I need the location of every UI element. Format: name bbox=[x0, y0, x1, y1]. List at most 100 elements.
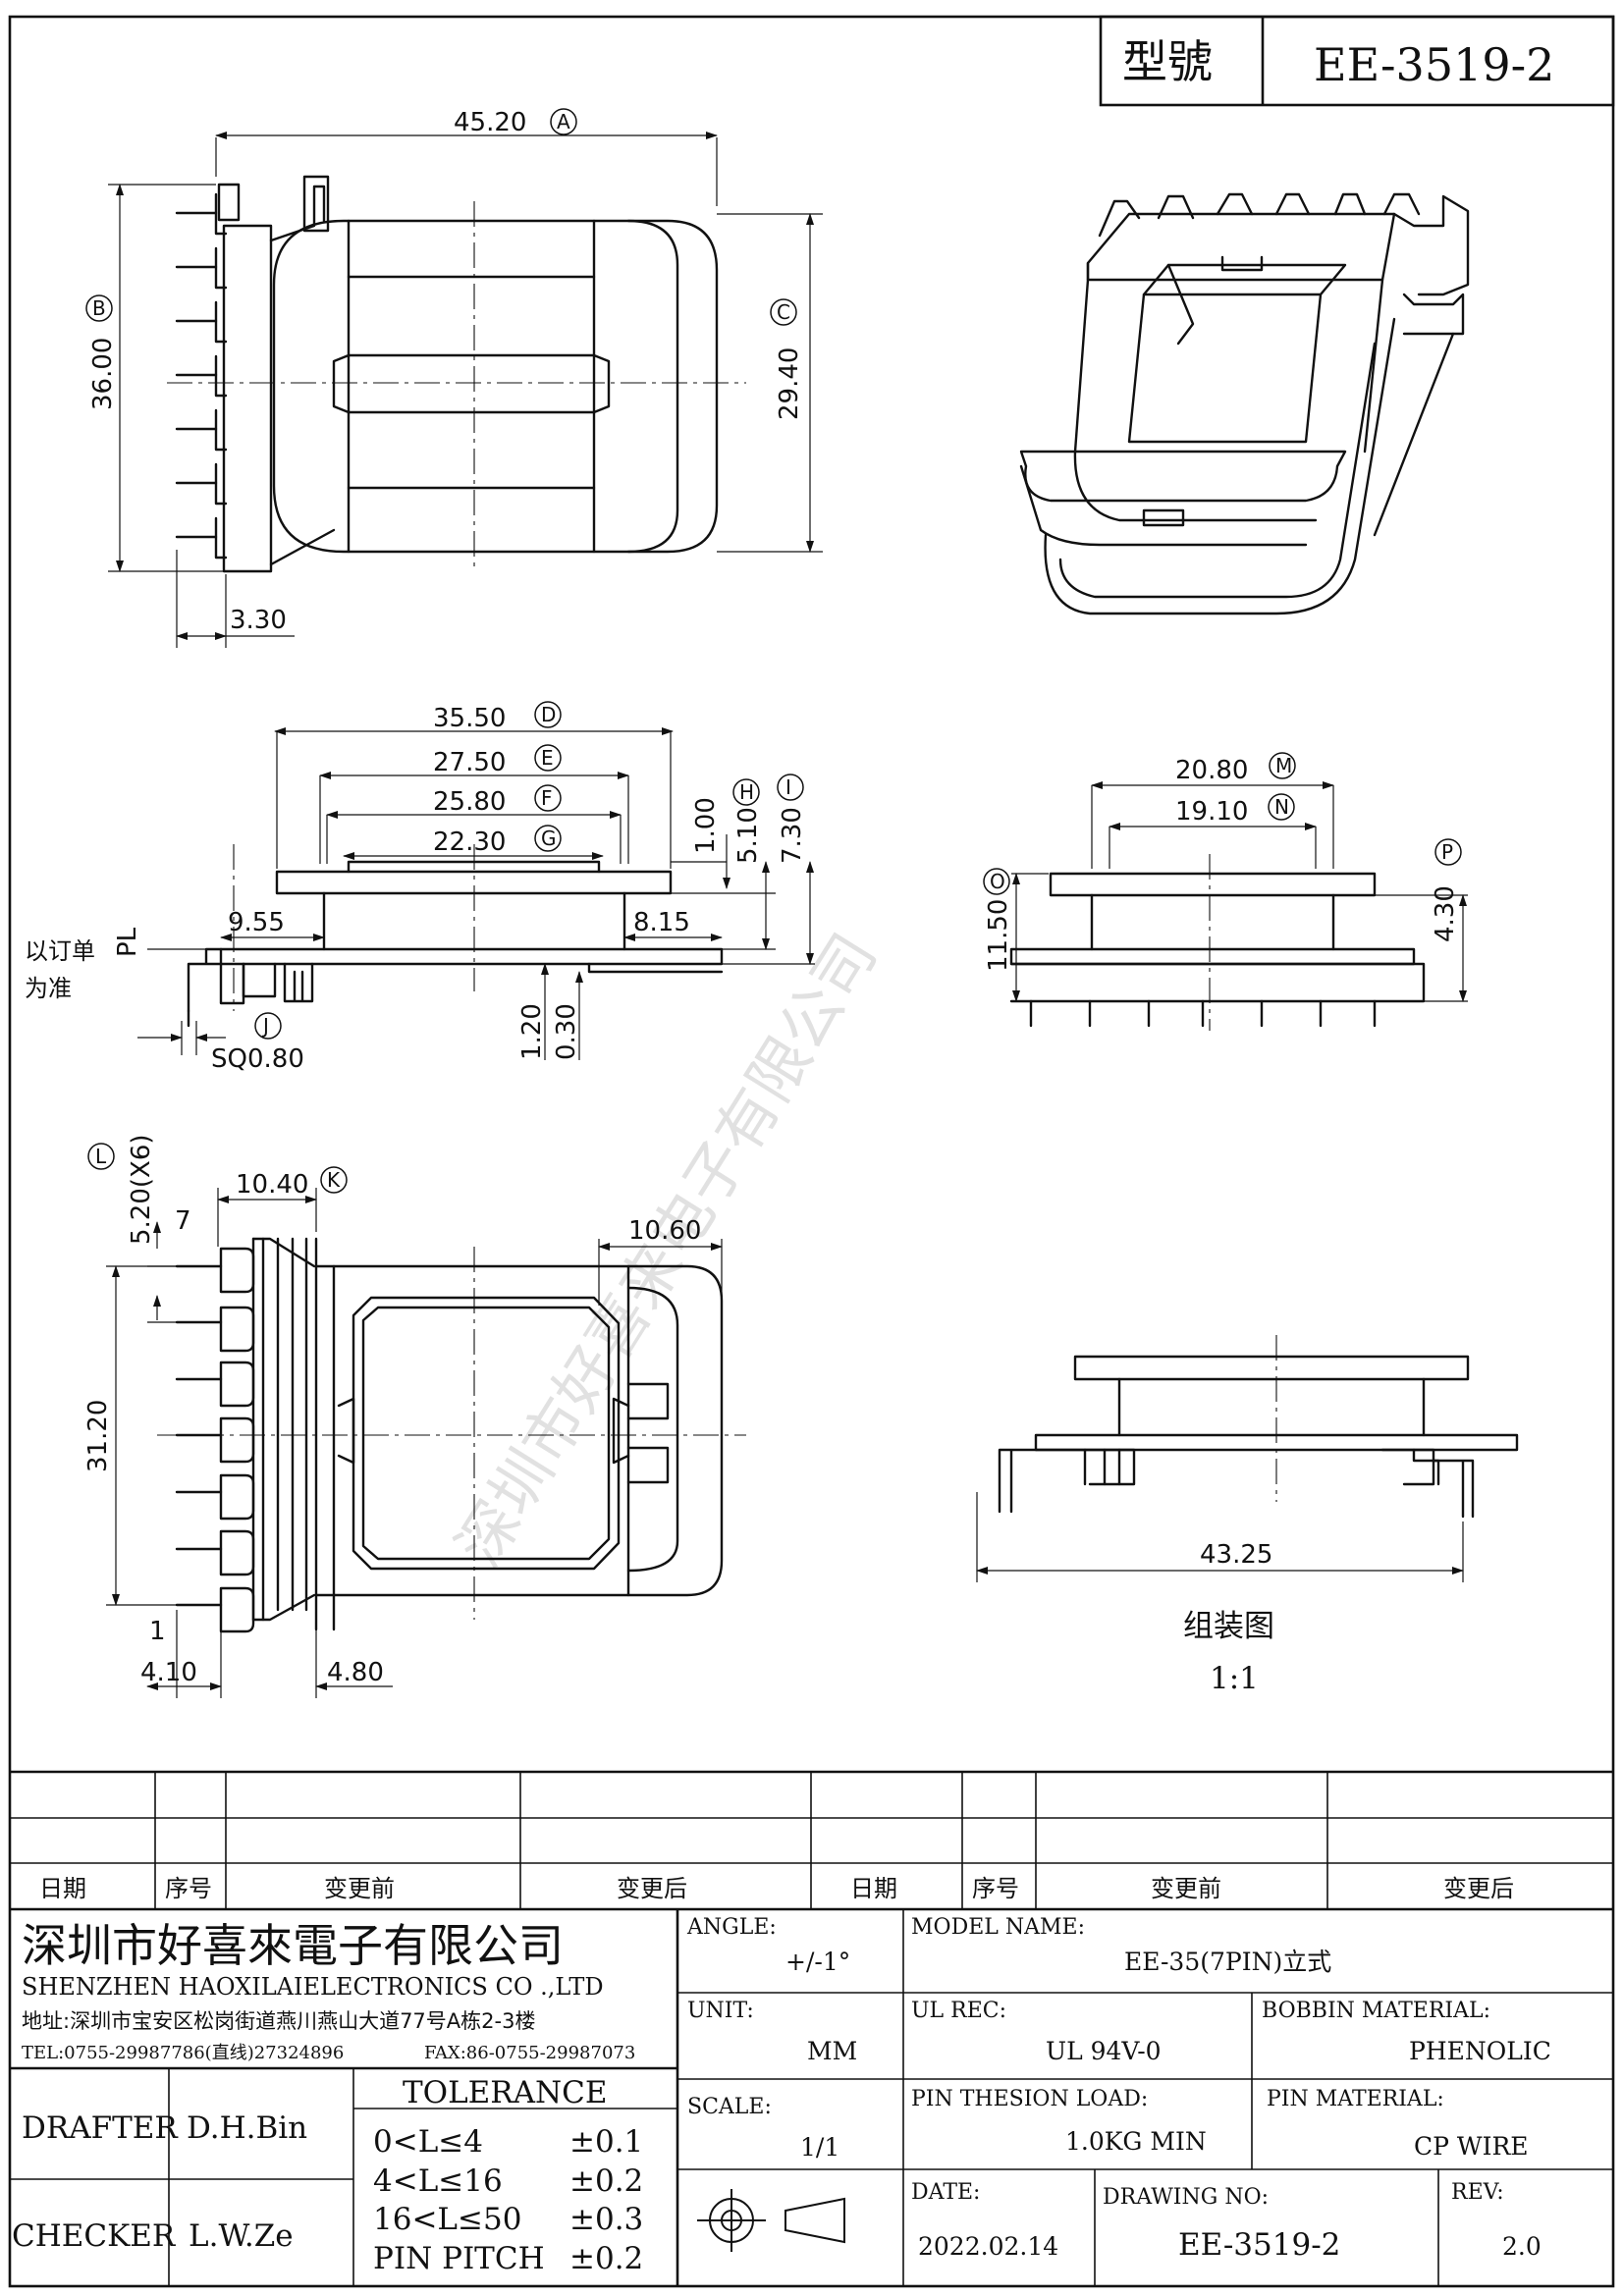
model-box-value: EE-3519-2 bbox=[1314, 38, 1554, 91]
sheet-border bbox=[8, 15, 1615, 2288]
projection-symbol-icon bbox=[697, 2189, 845, 2252]
marker-n: N bbox=[1274, 795, 1289, 819]
model-box: 型號 EE-3519-2 bbox=[1099, 15, 1615, 107]
dim-side-i: 7.30 bbox=[778, 807, 807, 864]
marker-b: B bbox=[92, 296, 106, 320]
dim-end-p: 4.30 bbox=[1431, 885, 1460, 942]
rev-header-before-1: 变更前 bbox=[324, 1875, 395, 1902]
isometric-view bbox=[1019, 192, 1470, 615]
company-name-en: SHENZHEN HAOXILAIELECTRONICS CO .,LTD bbox=[22, 1973, 604, 2001]
dim-side-pl: PL bbox=[113, 927, 142, 957]
tolerance-range-4: PIN PITCH bbox=[373, 2241, 545, 2276]
marker-p: P bbox=[1441, 840, 1453, 864]
drafter-label: DRAFTER bbox=[22, 2110, 179, 2146]
marker-k: K bbox=[327, 1168, 341, 1192]
rev-value: 2.0 bbox=[1502, 2232, 1542, 2261]
rev-header-seq-2: 序号 bbox=[972, 1875, 1019, 1902]
dim-top-height: 36.00 bbox=[88, 338, 118, 410]
dim-top-offset: 3.30 bbox=[230, 606, 287, 635]
bobbin-label: BOBBIN MATERIAL: bbox=[1262, 1999, 1490, 2023]
ul-label: UL REC: bbox=[911, 1999, 1006, 2023]
dim-bot-height: 31.20 bbox=[83, 1400, 113, 1472]
angle-value: +/-1° bbox=[785, 1948, 850, 1976]
dim-side-right: 8.15 bbox=[633, 908, 690, 937]
rev-header-after-1: 变更后 bbox=[617, 1875, 687, 1902]
model-value: EE-35(7PIN)立式 bbox=[1124, 1948, 1331, 1976]
assembly-view: 43.25 组装图 1:1 bbox=[976, 1335, 1519, 1696]
dim-side-e: 27.50 bbox=[433, 748, 506, 777]
dim-top-width: 45.20 bbox=[454, 108, 526, 137]
rev-label: REV: bbox=[1451, 2180, 1504, 2205]
top-view-core bbox=[272, 219, 719, 554]
marker-m: M bbox=[1275, 754, 1292, 777]
tolerance-range-3: 16<L≤50 bbox=[373, 2202, 521, 2237]
marker-h: H bbox=[739, 780, 754, 804]
tolerance-value-3: ±0.3 bbox=[569, 2202, 643, 2237]
dim-side-f: 25.80 bbox=[433, 787, 506, 817]
pin-1-label: 1 bbox=[149, 1617, 166, 1646]
company-address: 地址:深圳市宝安区松岗街道燕川燕山大道77号A栋2-3楼 bbox=[22, 2009, 535, 2033]
marker-a: A bbox=[557, 110, 570, 133]
tolerance-title: TOLERANCE bbox=[403, 2075, 608, 2110]
unit-value: MM bbox=[807, 2037, 857, 2065]
title-block: 深圳市好喜來電子有限公司 SHENZHEN HAOXILAIELECTRONIC… bbox=[10, 1909, 1613, 2286]
tolerance-value-4: ±0.2 bbox=[569, 2241, 643, 2276]
assembly-label: 组装图 bbox=[1183, 1609, 1274, 1644]
tolerance-range-1: 0<L≤4 bbox=[373, 2124, 483, 2160]
rev-header-seq-1: 序号 bbox=[165, 1875, 212, 1902]
angle-label: ANGLE: bbox=[686, 1915, 777, 1940]
marker-l: L bbox=[95, 1145, 107, 1168]
side-note-line1: 以订单 bbox=[25, 937, 95, 965]
revision-table: 日期 序号 变更前 变更后 日期 序号 变更前 变更后 bbox=[10, 1770, 1613, 1911]
marker-g: G bbox=[541, 827, 557, 850]
tolerance-range-2: 4<L≤16 bbox=[373, 2163, 503, 2199]
checker-value: L.W.Ze bbox=[189, 2218, 294, 2254]
pin-load-label: PIN THESION LOAD: bbox=[911, 2087, 1148, 2111]
drawing-no-label: DRAWING NO: bbox=[1103, 2185, 1269, 2210]
scale-label: SCALE: bbox=[687, 2095, 772, 2119]
company-fax: FAX:86-0755-29987073 bbox=[424, 2043, 635, 2063]
pin-material-value: CP WIRE bbox=[1414, 2132, 1529, 2161]
rev-header-before-2: 变更前 bbox=[1151, 1875, 1221, 1902]
bobbin-value: PHENOLIC bbox=[1409, 2037, 1551, 2065]
top-view-pins bbox=[175, 183, 241, 560]
company-name-cn: 深圳市好喜來電子有限公司 bbox=[22, 1919, 564, 1972]
ul-value: UL 94V-0 bbox=[1046, 2037, 1162, 2065]
side-note-line2: 为准 bbox=[25, 975, 72, 1002]
dim-bot-pitch: 5.20(X6) bbox=[127, 1134, 156, 1245]
dim-side-030: 0.30 bbox=[552, 1003, 581, 1060]
scale-value: 1/1 bbox=[800, 2133, 839, 2162]
drawing-no-value: EE-3519-2 bbox=[1178, 2227, 1340, 2263]
dim-end-m: 20.80 bbox=[1175, 756, 1248, 785]
marker-j: J bbox=[261, 1014, 269, 1038]
dim-side-sq: SQ0.80 bbox=[211, 1044, 304, 1074]
date-value: 2022.02.14 bbox=[918, 2232, 1058, 2261]
pin-material-label: PIN MATERIAL: bbox=[1267, 2087, 1444, 2111]
marker-f: F bbox=[541, 786, 553, 810]
dim-bot-left: 4.10 bbox=[140, 1658, 197, 1687]
rev-header-after-2: 变更后 bbox=[1443, 1875, 1514, 1902]
dim-top-inner: 29.40 bbox=[775, 347, 804, 420]
marker-e: E bbox=[541, 746, 554, 770]
dim-bot-right: 10.60 bbox=[628, 1216, 701, 1246]
drafter-value: D.H.Bin bbox=[187, 2110, 307, 2146]
dim-end-o: 11.50 bbox=[984, 899, 1013, 972]
pin-7-label: 7 bbox=[175, 1206, 191, 1236]
model-label: MODEL NAME: bbox=[911, 1915, 1085, 1940]
marker-c: C bbox=[777, 300, 790, 324]
tolerance-value-2: ±0.2 bbox=[569, 2163, 643, 2199]
dim-side-g: 22.30 bbox=[433, 828, 506, 857]
top-view: 45.20 A 36.00 B 29.40 C 3.30 bbox=[85, 108, 823, 648]
dim-bot-480: 4.80 bbox=[327, 1658, 384, 1687]
model-box-label: 型號 bbox=[1122, 35, 1213, 88]
company-tel: TEL:0755-29987786(直线)27324896 bbox=[22, 2043, 344, 2063]
tolerance-value-1: ±0.1 bbox=[569, 2124, 643, 2160]
dim-assembly-width: 43.25 bbox=[1200, 1540, 1272, 1570]
dim-bot-k: 10.40 bbox=[236, 1170, 308, 1200]
unit-label: UNIT: bbox=[687, 1999, 754, 2023]
dim-side-d: 35.50 bbox=[433, 704, 506, 733]
bottom-view: 5.20(X6) L 7 1 10.40 K 10.60 31.20 4.10 … bbox=[83, 1134, 746, 1698]
end-view: 20.80 M 19.10 N 11.50 O 4.30 P bbox=[983, 752, 1468, 1031]
dim-end-n: 19.10 bbox=[1175, 797, 1248, 827]
